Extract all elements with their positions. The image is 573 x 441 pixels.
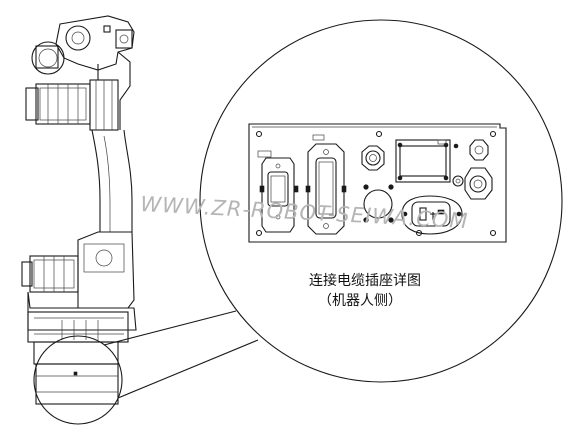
caption-subtitle: （机器人侧） bbox=[318, 293, 402, 309]
leader-line-top bbox=[103, 310, 237, 346]
detail-circle bbox=[199, 19, 563, 383]
square-cover-plate bbox=[395, 139, 451, 183]
hex-fitting-upper bbox=[361, 145, 385, 171]
highlight-circle bbox=[33, 335, 123, 425]
rect-connector-right bbox=[305, 134, 347, 235]
small-fitting bbox=[452, 143, 464, 187]
rect-connector-left bbox=[257, 150, 299, 233]
round-plug bbox=[363, 184, 394, 223]
leader-line-bottom bbox=[117, 339, 259, 399]
hex-fitting-lower-right bbox=[464, 167, 493, 200]
watermark-text: WWW.ZR-ROBOT-SEIWA.COM bbox=[140, 192, 469, 233]
caption-title: 连接电缆插座详图 bbox=[309, 272, 421, 289]
hex-fitting-top-right bbox=[469, 139, 489, 161]
connector-panel bbox=[248, 123, 507, 243]
robot-arm-drawing bbox=[21, 15, 137, 405]
power-socket bbox=[401, 195, 463, 235]
